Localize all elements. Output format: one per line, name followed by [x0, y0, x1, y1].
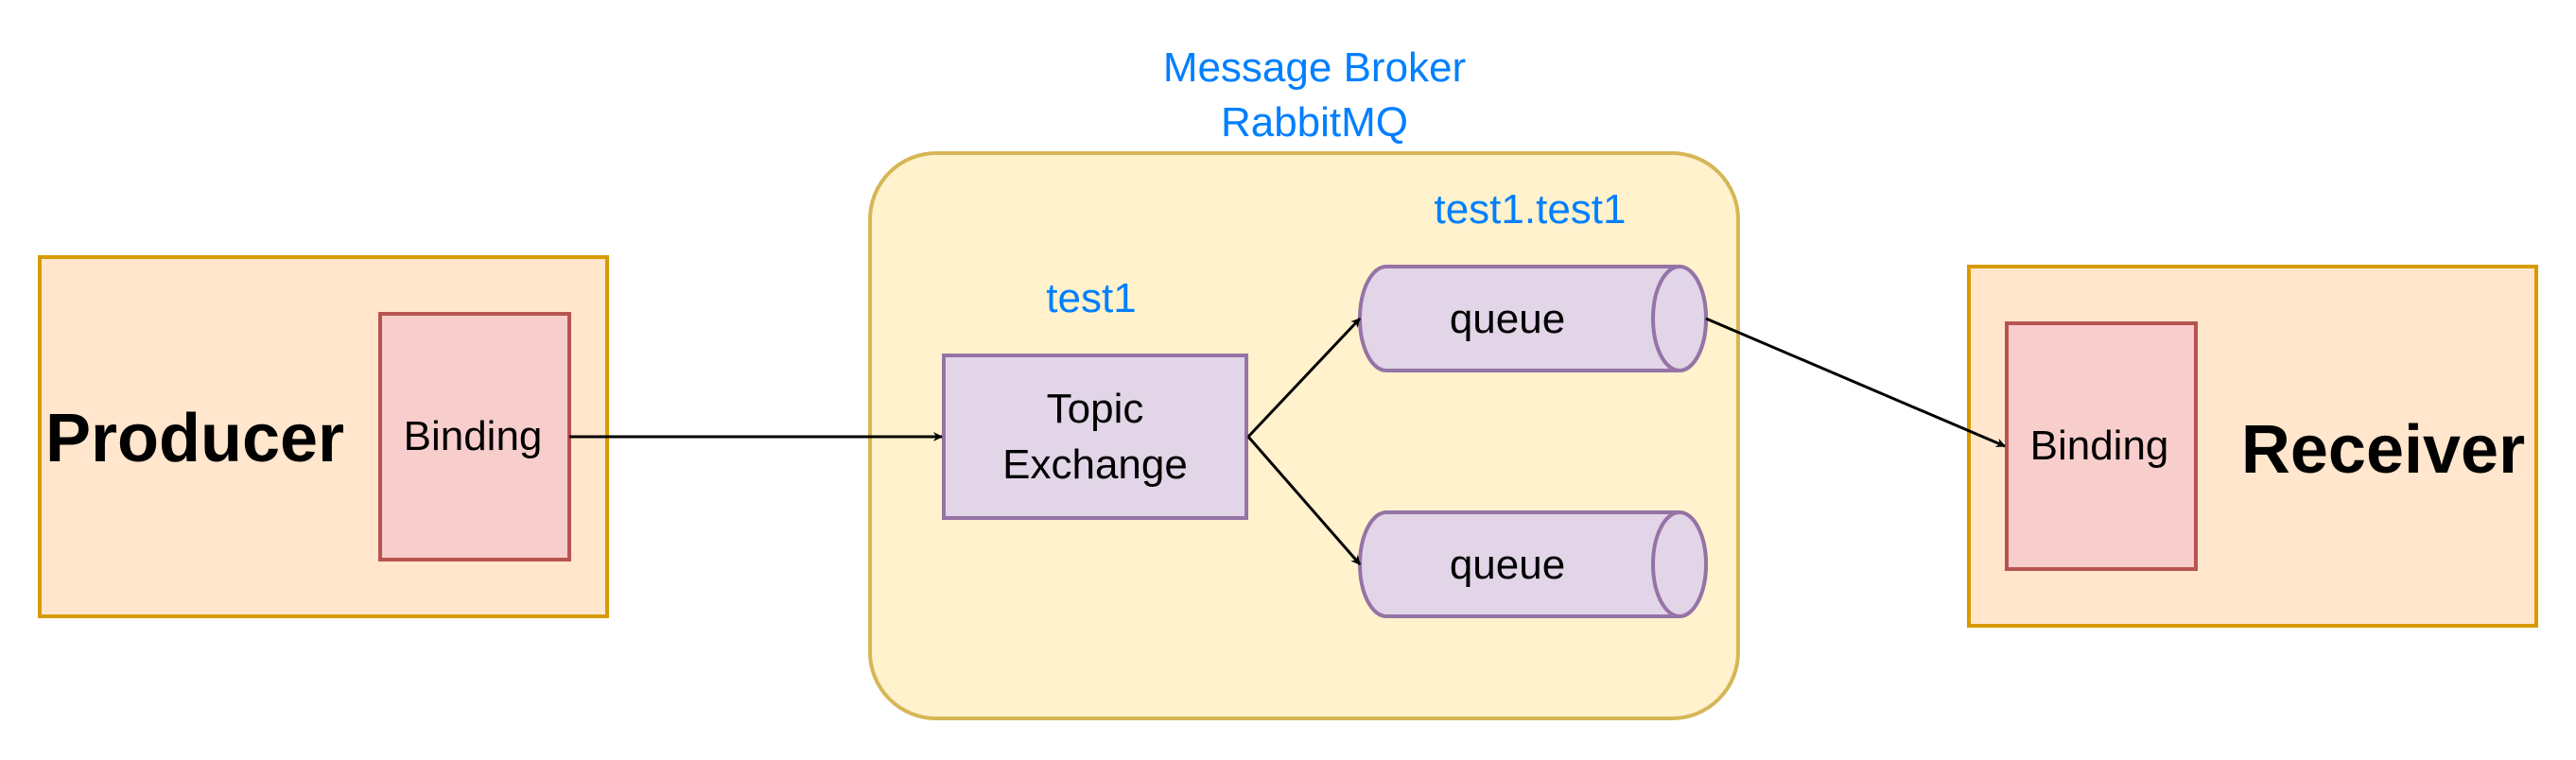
exchange-label-line1: Topic	[1047, 386, 1144, 432]
exchange-label-line2: Exchange	[1002, 441, 1188, 488]
arrow-queue-to-receiver	[1705, 317, 2006, 448]
receiver-binding-label: Binding	[2030, 423, 2169, 469]
arrow-exchange-to-top-queue	[1246, 317, 1362, 439]
receiver-binding-box[interactable]	[2005, 321, 2198, 571]
exchange-name-label: test1	[1046, 275, 1136, 321]
bottom-queue-end	[1651, 510, 1708, 618]
top-queue-label: queue	[1450, 296, 1565, 342]
producer-binding-label: Binding	[404, 413, 543, 459]
broker-title-line2: RabbitMQ	[1221, 99, 1408, 146]
bottom-queue[interactable]	[1358, 510, 1708, 618]
top-queue-routing-label: test1.test1	[1434, 186, 1626, 233]
producer-label: Producer	[45, 401, 344, 476]
topic-exchange-box[interactable]	[942, 354, 1248, 520]
top-queue-end	[1651, 265, 1708, 372]
broker-title-line1: Message Broker	[1163, 44, 1466, 91]
arrow-exchange-to-bottom-queue	[1246, 436, 1362, 565]
top-queue[interactable]	[1358, 265, 1708, 372]
producer-binding-box[interactable]	[378, 312, 571, 561]
receiver-label: Receiver	[2241, 412, 2525, 488]
bottom-queue-label: queue	[1450, 542, 1565, 588]
